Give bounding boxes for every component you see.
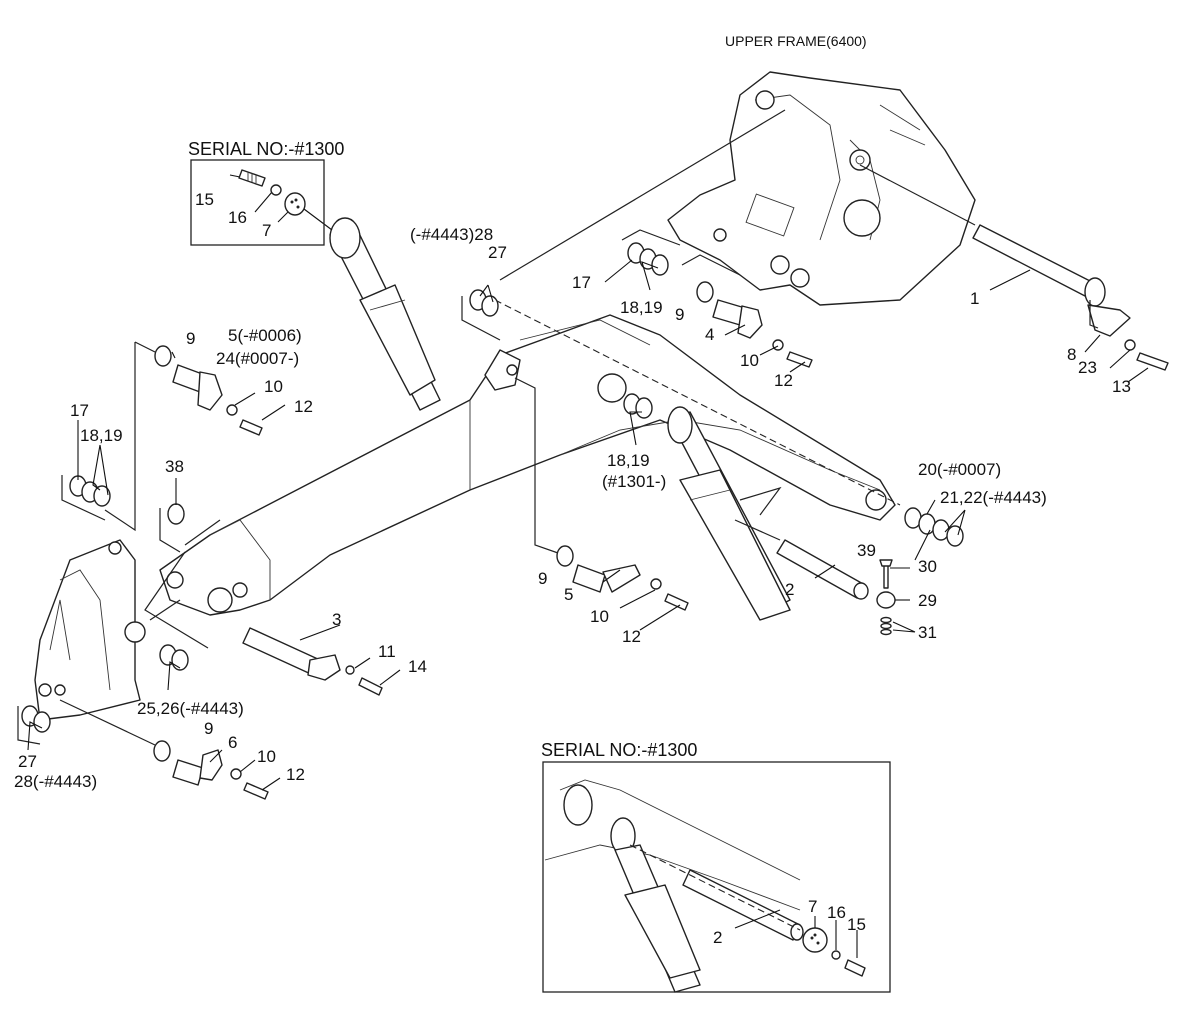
label-15-top: 15 (195, 190, 214, 209)
label-8: 8 (1067, 345, 1076, 364)
label-4: 4 (705, 325, 714, 344)
label-18-19-c: 18,19 (607, 451, 650, 470)
label-1: 1 (970, 289, 979, 308)
label-28-b: 28(-#4443) (14, 772, 97, 791)
inset-top (190, 159, 325, 246)
label-24-0007: 24(#0007-) (216, 349, 299, 368)
label-39: 39 (857, 541, 876, 560)
label-9-b: 9 (675, 305, 684, 324)
label-14: 14 (408, 657, 427, 676)
label-20: 20(-#0007) (918, 460, 1001, 479)
shim-group-25-26 (159, 644, 189, 671)
label-23: 23 (1078, 358, 1097, 377)
label-17-b: 17 (572, 273, 591, 292)
label-25-26: 25,26(-#4443) (137, 699, 244, 718)
boom-cylinder (329, 217, 441, 411)
label-12-b: 12 (774, 371, 793, 390)
shim-group-27 (469, 289, 499, 317)
inset-bottom (542, 761, 891, 993)
label-1301: (#1301-) (602, 472, 666, 491)
inset-bottom-title: SERIAL NO:-#1300 (541, 740, 697, 760)
pin-2-assembly (776, 539, 896, 636)
label-6: 6 (228, 733, 237, 752)
inset-label-16: 16 (827, 903, 846, 922)
shim-group-center (623, 393, 653, 419)
label-5-0006: 5(-#0006) (228, 326, 302, 345)
inset-top-title: SERIAL NO:-#1300 (188, 139, 344, 159)
label-13: 13 (1112, 377, 1131, 396)
label-30: 30 (918, 557, 937, 576)
pin-4-assembly (696, 281, 813, 368)
inset-label-15: 15 (847, 915, 866, 934)
label-10-c: 10 (590, 607, 609, 626)
boom (159, 314, 896, 616)
label-9-c: 9 (538, 569, 547, 588)
label-9-d: 9 (204, 719, 213, 738)
swing-bracket (34, 539, 146, 721)
label-2: 2 (785, 580, 794, 599)
label-38: 38 (165, 457, 184, 476)
upper-frame (667, 71, 976, 306)
label-18-19-a: 18,19 (80, 426, 123, 445)
label-12-d: 12 (286, 765, 305, 784)
leaders (27, 174, 1149, 791)
label-21-22: 21,22(-#4443) (940, 488, 1047, 507)
label-7-top: 7 (262, 221, 271, 240)
pin-1 (972, 224, 1169, 371)
label-10-b: 10 (740, 351, 759, 370)
shim-group-left-17 (69, 475, 111, 507)
label-28-a: (-#4443)28 (410, 225, 493, 244)
label-11: 11 (378, 642, 396, 661)
inset-label-2: 2 (713, 928, 722, 947)
label-16-top: 16 (228, 208, 247, 227)
label-31: 31 (918, 623, 937, 642)
shim-group-right (904, 507, 964, 547)
label-12-c: 12 (622, 627, 641, 646)
label-10-d: 10 (257, 747, 276, 766)
pin-6-assembly (153, 740, 269, 800)
label-3: 3 (332, 610, 341, 629)
reference-lines (17, 109, 1099, 746)
label-17-a: 17 (70, 401, 89, 420)
label-27-a: 27 (488, 243, 507, 262)
label-27-b: 27 (18, 752, 37, 771)
label-12-a: 12 (294, 397, 313, 416)
label-9-a: 9 (186, 329, 195, 348)
pin-5-24-assembly (154, 345, 263, 436)
arm-cylinder (667, 406, 791, 621)
pin-5-assembly (556, 545, 689, 611)
boom-pin-axis (494, 299, 901, 506)
pin-3-assembly (242, 627, 383, 696)
upper-frame-title: UPPER FRAME(6400) (725, 33, 867, 49)
label-18-19-b: 18,19 (620, 298, 663, 317)
shim-38 (167, 503, 185, 525)
label-10-a: 10 (264, 377, 283, 396)
inset-label-7: 7 (808, 897, 817, 916)
shim-group-upper (627, 242, 669, 276)
label-29: 29 (918, 591, 937, 610)
label-5: 5 (564, 585, 573, 604)
